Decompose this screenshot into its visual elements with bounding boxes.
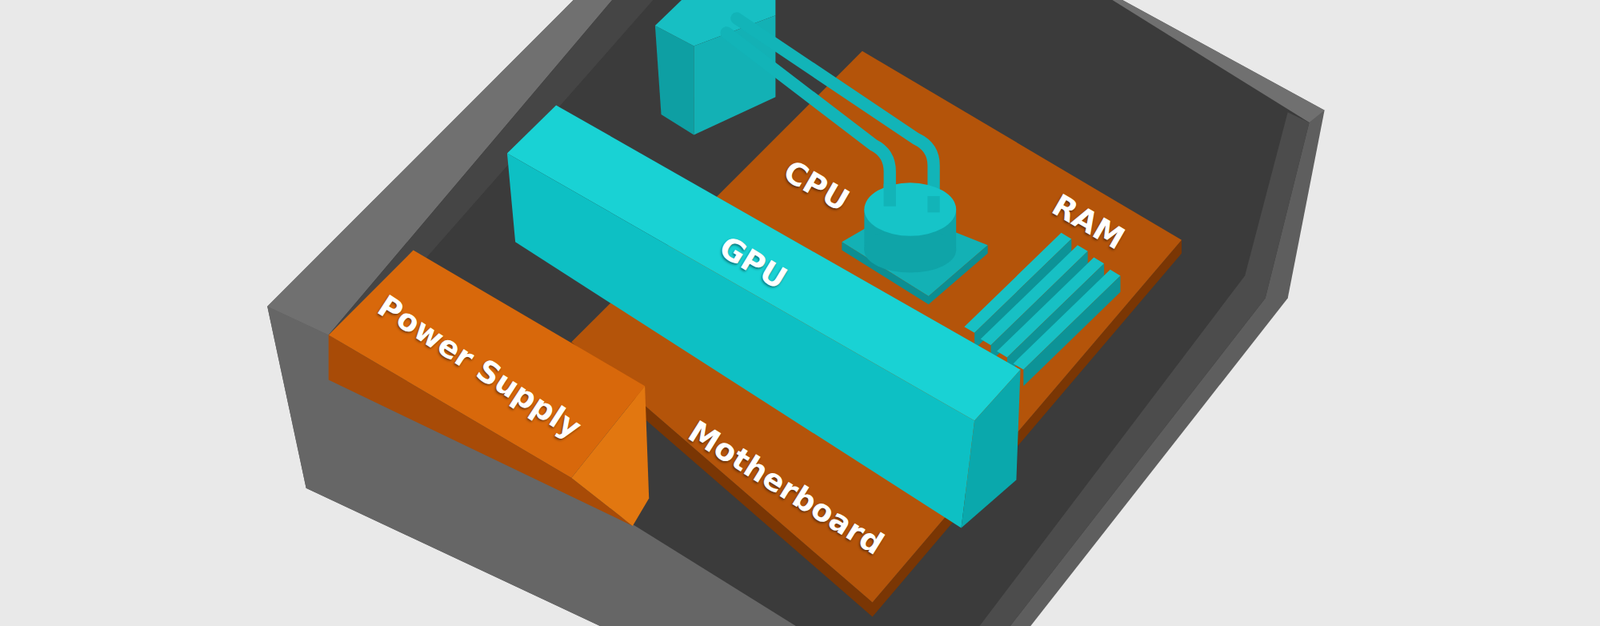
psu-top — [328, 250, 645, 478]
cpu-fitting — [927, 196, 940, 212]
cpu-cooler-top — [864, 182, 956, 236]
cpu-fitting — [884, 184, 896, 207]
case-floor — [328, 0, 1310, 626]
psu-end — [571, 385, 649, 526]
ram-stick — [1013, 269, 1121, 370]
cooling-tube — [736, 18, 934, 204]
ram-stick-side — [1023, 275, 1120, 386]
gpu-end — [961, 369, 1021, 528]
case-outer — [267, 0, 1324, 626]
